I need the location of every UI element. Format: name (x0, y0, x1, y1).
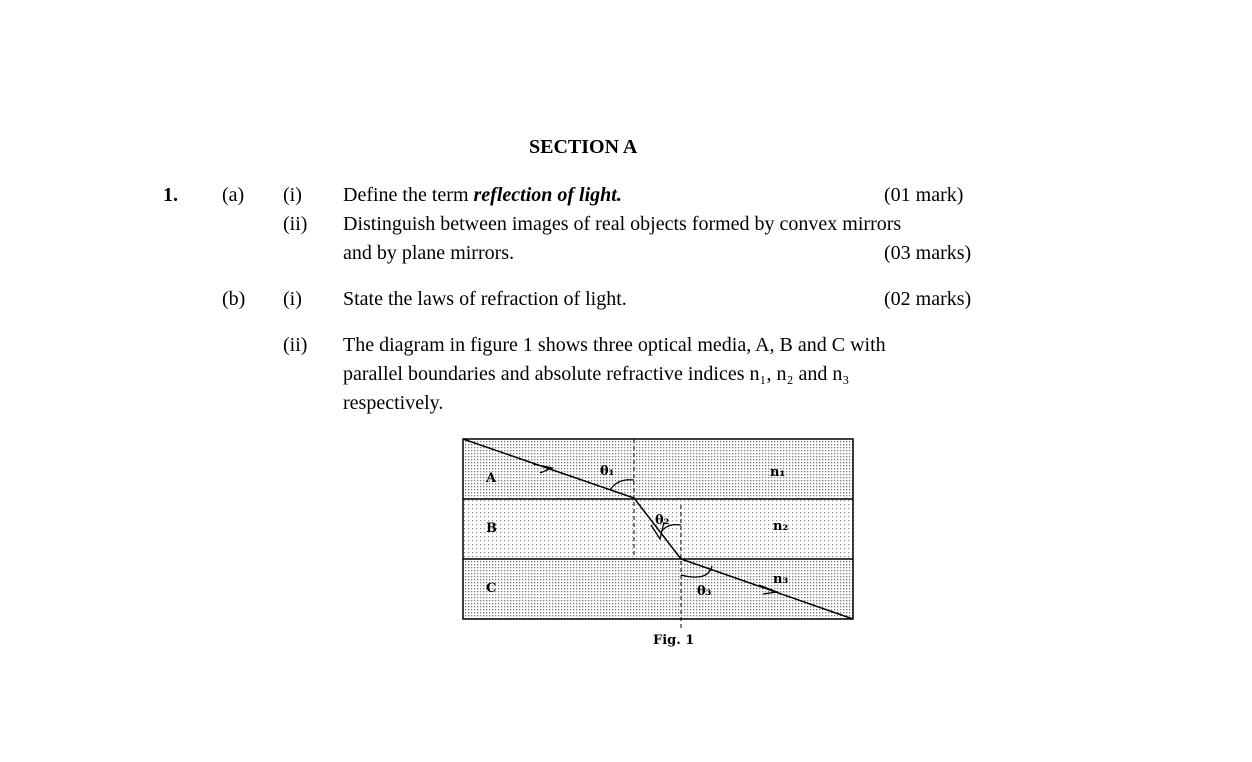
part-b-i-text: State the laws of refraction of light. (343, 288, 627, 310)
part-b-ii-line1: The diagram in figure 1 shows three opti… (343, 334, 886, 356)
medium-label-c: C (486, 581, 496, 596)
medium-a (463, 439, 853, 499)
angle-theta3: θ₃ (697, 584, 712, 599)
angle-arc-3 (680, 565, 713, 578)
part-a-i-marks: (01 mark) (884, 184, 964, 206)
angle-arc-2 (661, 523, 682, 532)
medium-label-a: A (485, 471, 497, 486)
part-b-ii-label: (ii) (283, 334, 308, 356)
question-number: 1. (163, 184, 178, 206)
angle-theta2: θ₂ (655, 513, 669, 528)
figure-border (462, 438, 854, 620)
part-a-ii-line2: and by plane mirrors. (343, 242, 515, 264)
figure-1-diagram: A B C n₁ n₂ n₃ θ₁ θ₂ θ₃ Fig. 1 (462, 438, 854, 648)
part-a-ii-marks: (03 marks) (884, 242, 972, 264)
part-a-label: (a) (222, 184, 245, 206)
medium-c (463, 559, 853, 619)
part-b-label: (b) (222, 288, 246, 310)
figure-caption: Fig. 1 (653, 633, 694, 648)
index-n3: n₃ (773, 572, 788, 587)
ray-arrow-2 (650, 521, 665, 541)
angle-arc-1 (609, 479, 635, 491)
part-b-i-label: (i) (283, 288, 302, 310)
part-a-i-label: (i) (283, 184, 302, 206)
medium-label-b: B (486, 521, 497, 536)
index-n1: n₁ (770, 465, 785, 480)
light-ray (462, 438, 854, 620)
part-a-ii-line1: Distinguish between images of real objec… (343, 213, 902, 235)
part-b-i-marks: (02 marks) (884, 288, 972, 310)
part-b-ii-line2: parallel boundaries and absolute refract… (343, 363, 850, 385)
part-a-i-term: reflection of light. (473, 184, 622, 206)
ray-arrow-3 (758, 584, 780, 595)
part-a-i-prefix: Define the term (343, 184, 474, 206)
index-n2: n₂ (773, 519, 788, 534)
ray-arrow-1 (532, 463, 555, 474)
part-b-ii-line3: respectively. (343, 392, 444, 414)
section-title: SECTION A (529, 136, 638, 158)
part-a-i-text: Define the term reflection of light. (343, 183, 622, 207)
angle-theta1: θ₁ (600, 464, 614, 479)
part-a-ii-label: (ii) (283, 213, 308, 235)
